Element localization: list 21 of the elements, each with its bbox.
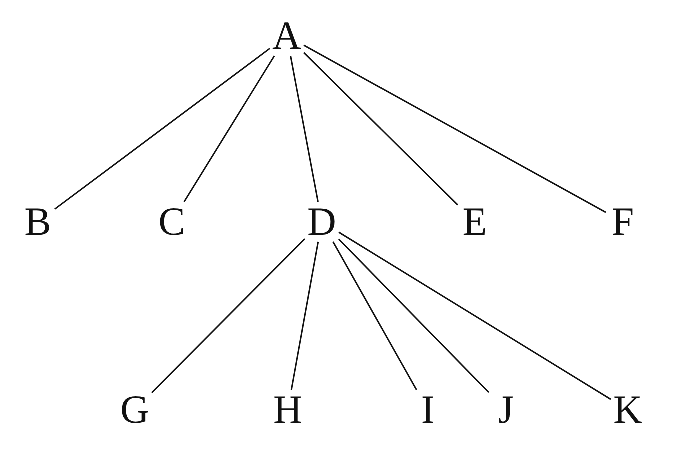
connector-line [290,56,319,202]
node-label: D [305,202,339,242]
connector-line [290,242,320,390]
connector-line [304,44,606,214]
node-label: F [606,202,640,242]
connector-line [184,56,276,202]
node-label: I [411,390,445,430]
connector-line [338,232,612,400]
connector-line [151,238,306,394]
node-label: G [118,390,152,430]
node-label: B [21,202,55,242]
connector-line [338,238,490,394]
node-label: E [458,202,492,242]
node-label: A [270,16,304,56]
connector-line [303,52,459,206]
connector-line [332,242,418,390]
node-label: C [155,202,189,242]
node-label: J [489,390,523,430]
node-label: K [611,390,645,430]
connector-line [54,48,270,210]
node-label: H [271,390,305,430]
